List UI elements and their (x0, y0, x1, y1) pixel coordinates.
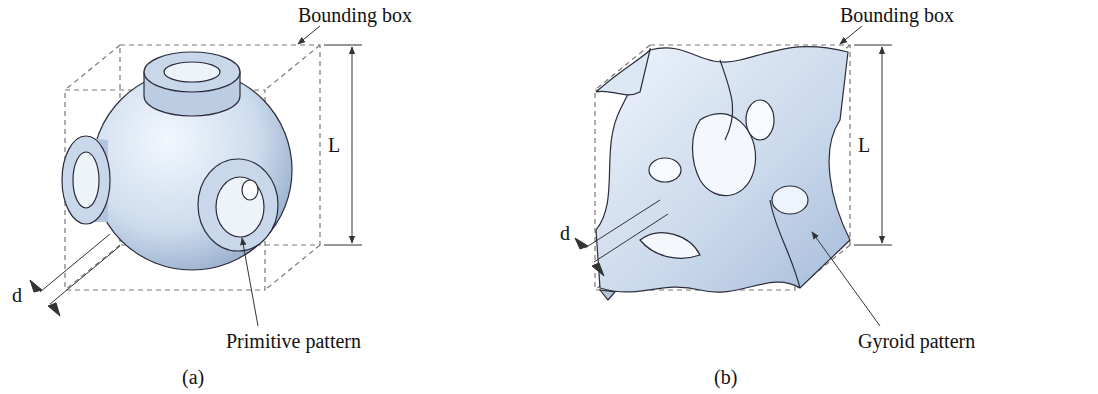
dimension-label: L (328, 134, 340, 156)
subfigure-caption: (a) (182, 366, 204, 388)
callout-label: Primitive pattern (226, 330, 361, 352)
subfigure-caption: (b) (714, 366, 737, 388)
callout-label: Gyroid pattern (858, 330, 975, 352)
callout-label: Bounding box (298, 4, 412, 26)
gyroid-pattern (596, 47, 850, 300)
callout-label: Bounding box (840, 4, 954, 26)
leader-line (242, 26, 320, 326)
dimension-label: L (858, 134, 870, 156)
primitive-pattern (62, 52, 292, 270)
leader-line (812, 26, 880, 326)
dimension (30, 45, 362, 316)
dimension (575, 45, 892, 276)
dimension-label: d (560, 222, 570, 244)
dimension-label: d (12, 284, 22, 306)
